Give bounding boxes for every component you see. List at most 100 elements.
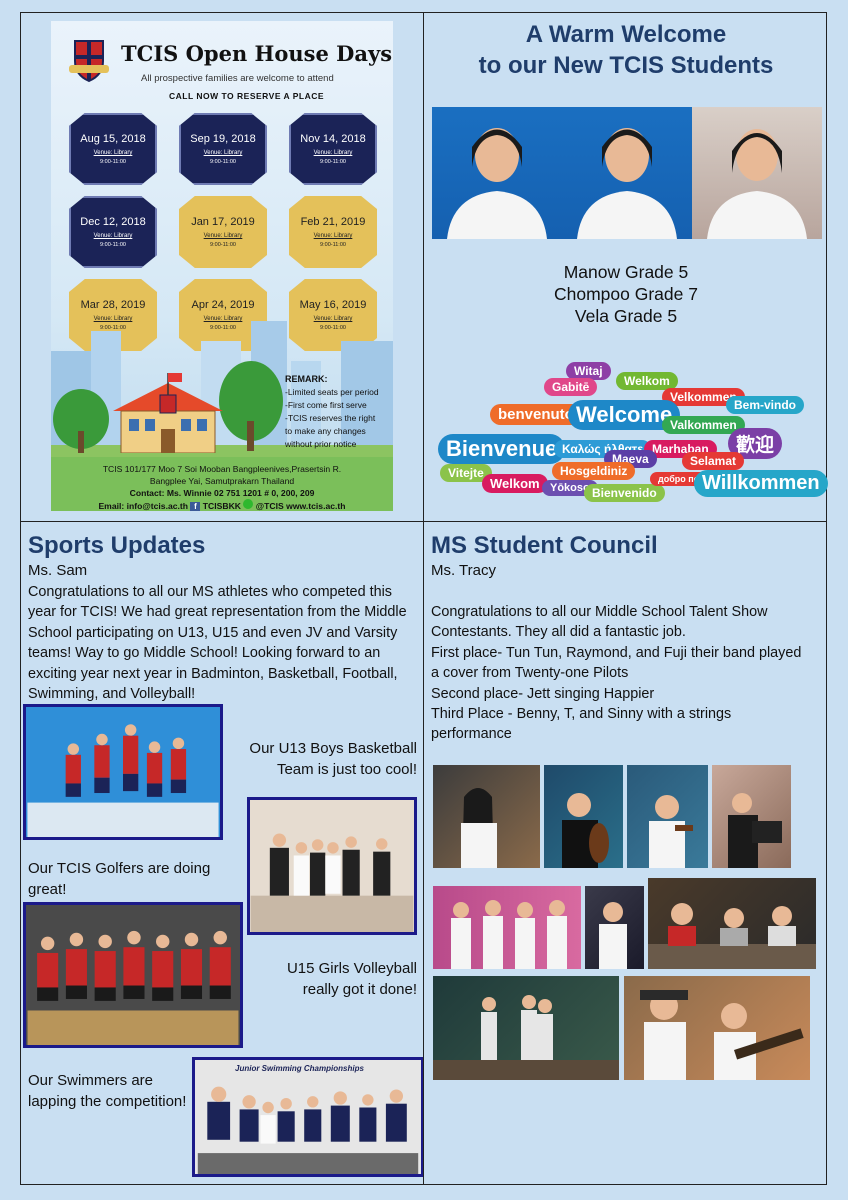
welcome-title: A Warm Welcome to our New TCIS Students: [424, 19, 828, 81]
remark-line: without prior notice: [285, 439, 357, 449]
talent-show-photo: [433, 886, 581, 969]
new-student-names: Manow Grade 5 Chompoo Grade 7 Vela Grade…: [424, 261, 828, 327]
council-body: Congratulations to all our Middle School…: [431, 602, 811, 745]
welcome-word: benvenuto: [490, 404, 582, 425]
remark-line: -First come first serve: [285, 400, 367, 410]
council-line: Third Place - Benny, T, and Sinny with a…: [431, 706, 732, 743]
welcome-word: Willkommen: [694, 470, 828, 497]
swim-caption: Our Swimmers are lapping the competition…: [28, 1072, 187, 1110]
address-line: Bangplee Yai, Samutprakarn Thailand: [149, 476, 295, 486]
welcome-cell: A Warm Welcome to our New TCIS Students …: [423, 12, 828, 522]
talent-show-photo: [627, 765, 708, 868]
new-students-photos: [432, 107, 822, 239]
badge-time: 9:00-11:00: [100, 159, 126, 165]
golf-team-photo: [247, 797, 417, 935]
talent-show-photo: [433, 765, 540, 868]
school-building-illustration: [113, 373, 223, 453]
school-crest-icon: [69, 40, 109, 83]
remark-line: to make any changes: [285, 426, 366, 436]
sports-author: Ms. Sam: [28, 562, 88, 579]
welcome-word: Welcome: [568, 400, 681, 430]
welcome-word: Witaj: [566, 362, 611, 380]
badge-time: 9:00-11:00: [210, 159, 236, 165]
badge-time: 9:00-11:00: [320, 242, 346, 248]
welcome-word: Bienvenue: [438, 434, 566, 464]
welcome-title-line1: A Warm Welcome: [525, 21, 727, 48]
welcome-word: Yōkoso: [542, 480, 598, 496]
sports-title: Sports Updates: [28, 532, 206, 559]
council-author: Ms. Tracy: [431, 562, 497, 579]
judges-photo: [648, 878, 816, 969]
badge-venue: Venue: Library: [203, 233, 243, 239]
talent-show-photo: [544, 765, 623, 868]
welcome-word: Valkommen: [662, 416, 745, 434]
open-house-poster: TCIS Open House Days All prospective fam…: [51, 21, 393, 511]
sports-cell: Sports Updates Ms. Sam Congratulations t…: [20, 521, 424, 1185]
basketball-team-photo: [23, 704, 223, 840]
line-handle[interactable]: @TCIS: [255, 501, 284, 511]
swim-team-photo: Junior Swimming Championships: [192, 1057, 424, 1177]
welcome-word: Selamat: [682, 452, 745, 470]
badge-time: 9:00-11:00: [320, 325, 346, 331]
golf-caption: Our TCIS Golfers are doing great!: [28, 860, 211, 898]
badge-venue: Venue: Library: [313, 150, 353, 156]
badge-time: 9:00-11:00: [210, 242, 236, 248]
welcome-word: Hosgeldiniz: [552, 462, 636, 480]
council-line: First place- Tun Tun, Raymond, and Fuji …: [431, 644, 802, 682]
website-link[interactable]: www.tcis.ac.th: [286, 501, 346, 511]
poster-title: TCIS Open House Days: [121, 41, 393, 66]
student-name: Manow Grade 5: [563, 262, 689, 282]
contact-line: Contact: Ms. Winnie 02 751 1201 # 0, 200…: [129, 488, 315, 498]
welcome-word: Bem-vindo: [726, 396, 805, 414]
poster-call-to-action: CALL NOW TO RESERVE A PLACE: [169, 91, 325, 101]
volleyball-team-photo: [23, 902, 243, 1048]
city-skyline-illustration: [51, 321, 393, 461]
badge-date: Mar 28, 2019: [80, 299, 146, 311]
badge-venue: Venue: Library: [313, 316, 353, 322]
talent-show-photo: [624, 976, 810, 1080]
badge-venue: Venue: Library: [203, 150, 243, 156]
badge-venue: Venue: Library: [93, 150, 133, 156]
badge-date: Jan 17, 2019: [191, 216, 255, 228]
welcome-word: Vitejte: [440, 464, 492, 482]
badge-date: May 16, 2019: [299, 299, 367, 311]
badge-date: Dec 12, 2018: [80, 216, 146, 228]
student-photo: [432, 107, 562, 239]
student-photo: [692, 107, 822, 239]
poster-footer: TCIS 101/177 Moo 7 Soi Mooban Bangpleeni…: [51, 457, 393, 511]
links-line: Email: info@tcis.ac.th f TCISBKK @TCIS w…: [51, 499, 393, 511]
address-line: TCIS 101/177 Moo 7 Soi Mooban Bangpleeni…: [102, 464, 342, 474]
welcome-word: Velkommen: [662, 388, 745, 406]
council-line: Congratulations to all our Middle School…: [431, 604, 768, 641]
swim-banner-text: Junior Swimming Championships: [235, 1064, 364, 1073]
student-council-cell: MS Student Council Ms. Tracy Congratulat…: [423, 521, 827, 1185]
open-house-cell: TCIS Open House Days All prospective fam…: [20, 12, 424, 522]
volleyball-caption: U15 Girls Volleyball really got it done!: [286, 960, 417, 998]
badge-date: Sep 19, 2018: [190, 133, 256, 145]
welcome-word: Welkom: [482, 474, 548, 493]
line-app-icon: [243, 499, 254, 509]
basketball-caption: Our U13 Boys Basketball Team is just too…: [249, 740, 417, 778]
student-name: Vela Grade 5: [574, 306, 678, 326]
badge-time: 9:00-11:00: [320, 159, 346, 165]
badge-time: 9:00-11:00: [100, 325, 126, 331]
email-text[interactable]: Email: info@tcis.ac.th: [98, 501, 189, 511]
facebook-handle[interactable]: TCISBKK: [202, 501, 241, 511]
badge-venue: Venue: Library: [93, 316, 133, 322]
talent-show-photo: [585, 886, 644, 969]
badge-venue: Venue: Library: [93, 233, 133, 239]
welcome-word: Bienvenido: [584, 484, 665, 502]
remark-line: -TCIS reserves the right: [285, 413, 376, 423]
badge-time: 9:00-11:00: [100, 242, 126, 248]
welcome-title-line2: to our New TCIS Students: [478, 52, 774, 79]
badge-time: 9:00-11:00: [210, 325, 236, 331]
remark-title: REMARK:: [285, 374, 328, 384]
welcome-word: Gabitē: [544, 378, 598, 396]
student-photo: [562, 107, 692, 239]
